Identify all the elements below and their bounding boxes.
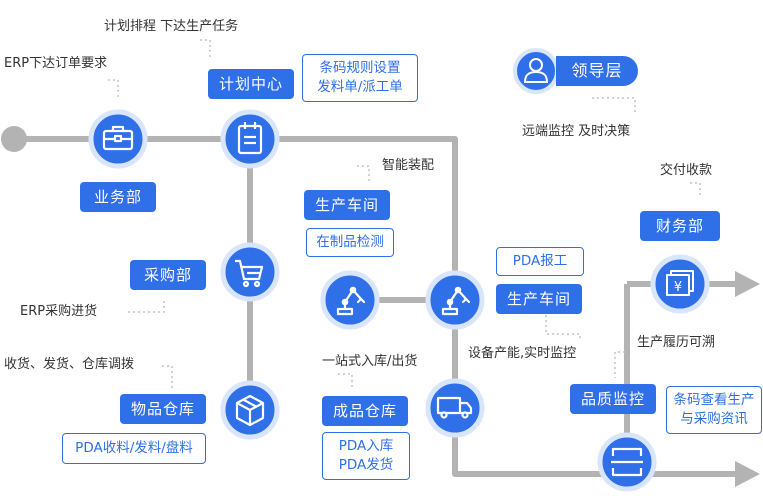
tag-goods-warehouse[interactable]: 物品仓库	[120, 394, 206, 424]
box-pda-report-line1: PDA报工	[512, 253, 568, 269]
ann-erp-order: ERP下达订单要求	[4, 56, 108, 71]
robot-arm-icon	[441, 286, 471, 316]
ann-plan-tasks: 计划排程 下达生产任务	[104, 19, 239, 34]
ann-erp-purchase: ERP采购进货	[20, 304, 98, 319]
ann-production-trace: 生产履历可溯	[637, 335, 716, 350]
box-pda-in-out-line1: PDA入库	[338, 438, 394, 454]
box-pda-receive[interactable]: PDA收料/发料/盘料	[62, 433, 206, 464]
arrow-head-top	[735, 271, 760, 297]
arrow-head-bottom	[735, 461, 760, 487]
nodes: ¥	[88, 48, 710, 492]
box-barcode-rules[interactable]: 条码规则设置 发料单/派工单	[302, 54, 418, 102]
box-pda-report[interactable]: PDA报工	[496, 247, 584, 276]
box-wip-check-line1: 在制品检测	[316, 234, 384, 250]
tag-workshop-1[interactable]: 生产车间	[304, 190, 390, 220]
tag-purchase[interactable]: 采购部	[130, 260, 206, 290]
briefcase-icon	[102, 125, 134, 151]
box-icon	[235, 394, 265, 427]
box-pda-in-out[interactable]: PDA入库 PDA发货	[322, 432, 410, 480]
tag-plan-center[interactable]: 计划中心	[208, 69, 294, 99]
leader-node[interactable]	[513, 48, 559, 94]
ann-smart-assembly: 智能装配	[382, 158, 435, 173]
briefcase-node[interactable]	[88, 109, 148, 169]
start-dot	[1, 126, 27, 152]
robot-arm-icon	[336, 286, 366, 316]
box-node[interactable]	[220, 380, 280, 440]
tag-quality[interactable]: 品质监控	[570, 384, 656, 414]
ann-delivery-payment: 交付收款	[660, 163, 713, 178]
invoice-node[interactable]: ¥	[650, 254, 710, 314]
tag-leadership[interactable]: 领导层	[556, 56, 638, 86]
svg-text:¥: ¥	[674, 280, 682, 295]
ann-capacity-monitor: 设备产能,实时监控	[468, 346, 577, 361]
scanner-icon	[611, 447, 643, 477]
scanner-node[interactable]	[597, 432, 657, 492]
tag-business-dept[interactable]: 业务部	[80, 182, 156, 212]
truck-node[interactable]	[425, 378, 485, 438]
robot-node-right[interactable]	[425, 270, 485, 330]
tag-finance[interactable]: 财务部	[640, 211, 720, 241]
ann-one-stop: 一站式入库/出货	[322, 354, 418, 369]
box-barcode-rules-line2: 发料单/派工单	[317, 79, 403, 95]
box-wip-check[interactable]: 在制品检测	[306, 228, 394, 257]
box-barcode-trace[interactable]: 条码查看生产 与采购资讯	[666, 386, 762, 434]
box-pda-receive-line1: PDA收料/发料/盘料	[75, 440, 193, 456]
robot-node-left[interactable]	[320, 270, 380, 330]
leader-lines	[108, 39, 701, 390]
tag-finished-warehouse[interactable]: 成品仓库	[322, 396, 408, 426]
tag-workshop-2[interactable]: 生产车间	[496, 284, 582, 314]
box-barcode-rules-line1: 条码规则设置	[319, 60, 401, 76]
clipboard-node[interactable]	[220, 109, 280, 169]
user-icon	[523, 58, 549, 83]
clipboard-icon	[237, 122, 263, 155]
ann-remote-monitor: 远端监控 及时决策	[522, 124, 631, 139]
box-pda-in-out-line2: PDA发货	[338, 457, 394, 473]
invoice-icon: ¥	[666, 270, 694, 296]
box-barcode-trace-line2: 与采购资讯	[680, 411, 748, 427]
truck-icon	[436, 396, 473, 419]
cart-node[interactable]	[220, 242, 280, 302]
cart-icon	[235, 259, 264, 288]
box-barcode-trace-line1: 条码查看生产	[673, 392, 755, 408]
ann-warehouse-ops: 收货、发货、仓库调拨	[4, 357, 135, 372]
